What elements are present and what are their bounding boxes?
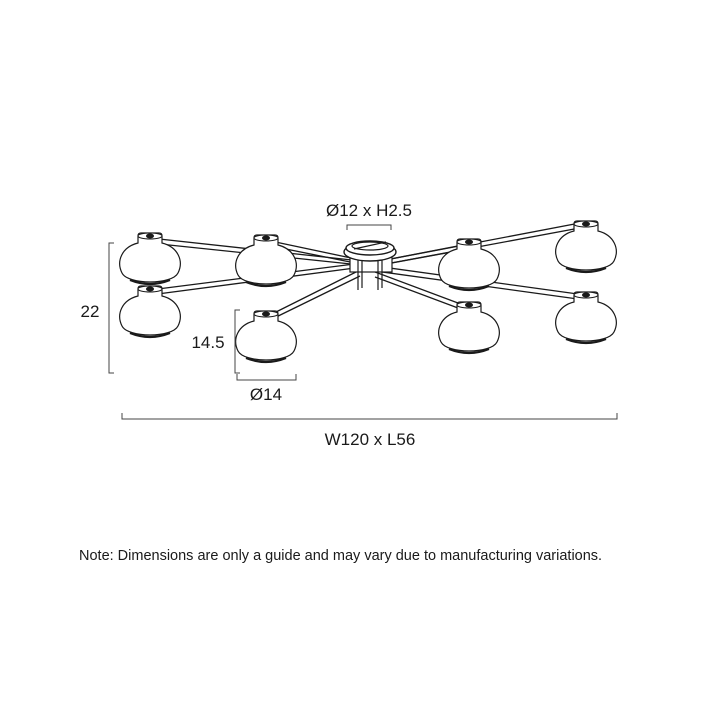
shade-bottom-right-inner: [437, 300, 501, 355]
overall-height-dimension: 22: [81, 242, 114, 374]
shade-top-left-inner: [234, 233, 298, 288]
shade-diameter-label: Ø14: [250, 385, 282, 404]
canopy-dimension-label: Ø12 x H2.5: [326, 201, 412, 220]
shade-height-dimension: 14.5: [191, 309, 240, 374]
canopy-dimension: Ø12 x H2.5: [326, 201, 412, 230]
shade-top-right-inner: [437, 237, 501, 292]
shade-top-right-outer: [554, 219, 618, 274]
shade-diameter-dimension: Ø14: [236, 374, 297, 404]
shade-bottom-right-outer: [554, 290, 618, 345]
shade-bottom-left-outer: [118, 284, 182, 339]
overall-width-label: W120 x L56: [325, 430, 416, 449]
ceiling-canopy: [343, 240, 397, 290]
shade-height-label: 14.5: [191, 333, 224, 352]
shade-bottom-left-inner: [234, 309, 298, 364]
overall-width-dimension: W120 x L56: [121, 413, 618, 449]
dimensions-note: Note: Dimensions are only a guide and ma…: [79, 548, 603, 564]
overall-height-label: 22: [81, 302, 100, 321]
